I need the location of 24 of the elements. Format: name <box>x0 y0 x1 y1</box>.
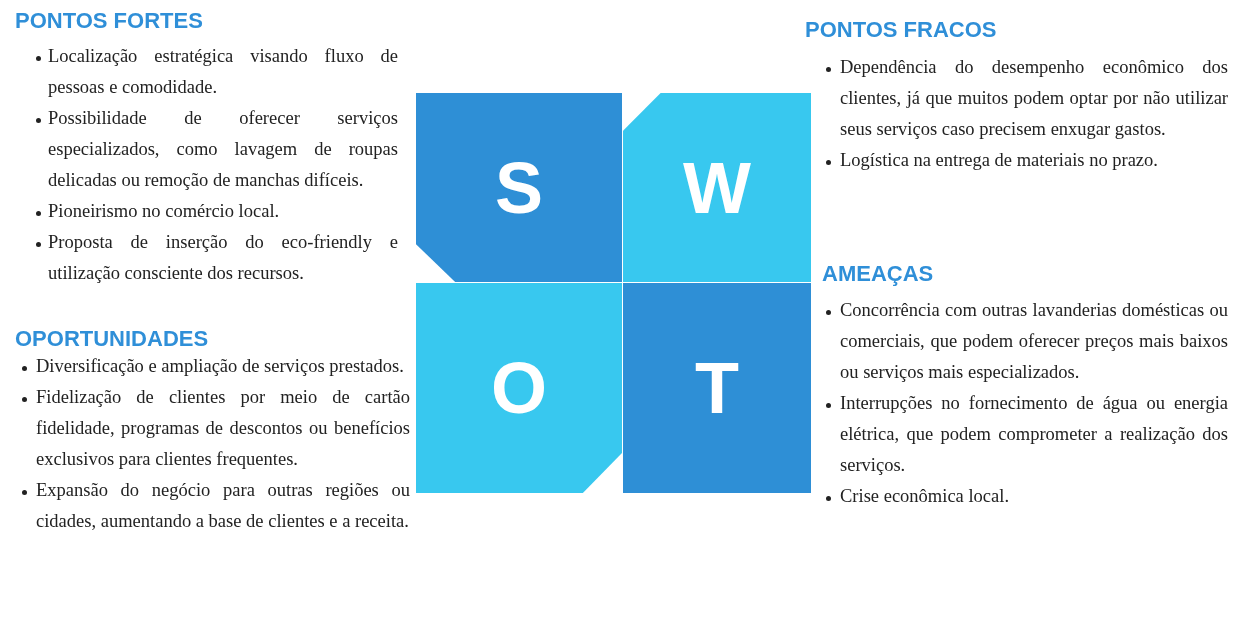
bullet-text: Possibilidade de oferecer serviços especializados, como lavagem de roupas delicadas ou remoção de manchas difíceis. <box>48 107 398 192</box>
quadrant-tile <box>623 283 811 493</box>
bullet-text: Concorrência com outras lavanderias domésticas ou comerciais, que podem oferecer preços mais baixos ou serviços mais especializados. <box>840 299 1228 384</box>
quadrant-letter: T <box>695 352 739 424</box>
bullet-text: Logística na entrega de materiais no prazo. <box>840 149 1159 172</box>
bullet-text: Pioneirismo no comércio local. <box>48 200 281 223</box>
bullet-text: Localização estratégica visando fluxo de pessoas e comodidade. <box>48 45 398 99</box>
section-heading: OPORTUNIDADES <box>15 326 209 352</box>
quadrant-tile <box>416 93 622 282</box>
bullet-text: Expansão do negócio para outras regiões ou cidades, aumentando a base de clientes e a receita. <box>36 479 410 533</box>
quadrant-letter: S <box>495 151 543 224</box>
quadrant-tile <box>416 283 622 493</box>
section-heading: PONTOS FORTES <box>15 8 203 34</box>
section-heading: PONTOS FRACOS <box>805 17 997 43</box>
bullet-text: Proposta de inserção do eco-friendly e utilização consciente dos recursos. <box>48 231 398 285</box>
bullet-text: Crise econômica local. <box>840 485 1010 508</box>
bullet-text: Fidelização de clientes por meio de cartão fidelidade, programas de descontos ou benefícios exclusivos para clientes frequentes. <box>36 386 410 471</box>
section-heading: AMEAÇAS <box>822 261 934 287</box>
quadrant-tile <box>623 93 811 282</box>
quadrant-letter: W <box>683 151 751 224</box>
bullet-text: Dependência do desempenho econômico dos clientes, já que muitos podem optar por não utilizar seus serviços caso precisem enxugar gastos. <box>840 56 1228 141</box>
bullet-text: Diversificação e ampliação de serviços prestados. <box>36 355 405 378</box>
quadrant-letter: O <box>491 352 547 424</box>
bullet-text: Interrupções no fornecimento de água ou energia elétrica, que podem comprometer a realização dos serviços. <box>840 392 1228 477</box>
